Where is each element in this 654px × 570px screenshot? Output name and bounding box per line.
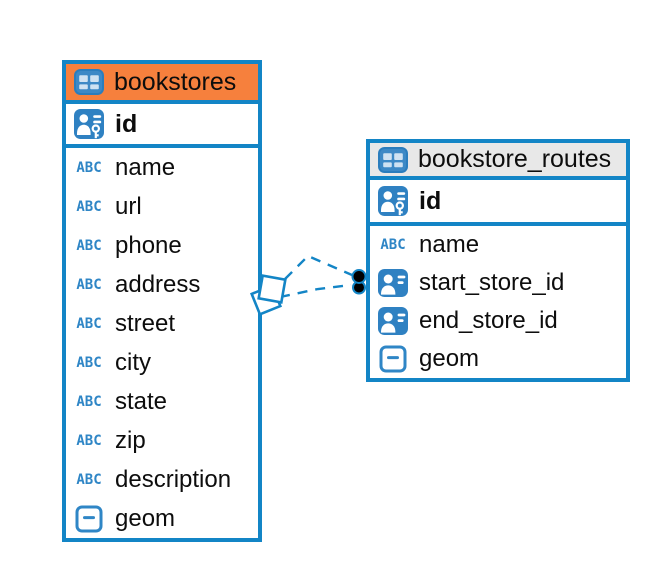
table-icon — [377, 146, 409, 173]
relation-line-2[interactable] — [279, 283, 352, 299]
column-name: phone — [115, 231, 182, 259]
text-icon: ABC — [76, 432, 102, 449]
text-icon: ABC — [76, 354, 102, 371]
column-name: city — [115, 348, 151, 376]
column-row-zip[interactable]: ABC zip — [66, 421, 258, 460]
column-row-description[interactable]: ABC description — [66, 460, 258, 499]
column-row-phone[interactable]: ABC phone — [66, 226, 258, 265]
relation-line-1[interactable] — [284, 254, 353, 280]
column-row-street[interactable]: ABC street — [66, 304, 258, 343]
column-row-state[interactable]: ABC state — [66, 382, 258, 421]
column-row-geom[interactable]: geom — [370, 340, 626, 378]
column-name: geom — [419, 345, 480, 372]
column-row-city[interactable]: ABC city — [66, 343, 258, 382]
relation-source-diamond-1[interactable] — [257, 274, 287, 304]
column-row-id[interactable]: id — [66, 104, 258, 148]
column-row-address[interactable]: ABC address — [66, 265, 258, 304]
column-row-start_store_id[interactable]: start_store_id — [370, 264, 626, 302]
column-name: name — [419, 231, 480, 258]
table-title: bookstore_routes — [418, 145, 612, 173]
column-row-end_store_id[interactable]: end_store_id — [370, 302, 626, 340]
column-name: address — [115, 270, 201, 298]
column-row-id[interactable]: id — [370, 180, 626, 226]
column-name: url — [115, 192, 142, 220]
column-name: state — [115, 387, 168, 415]
text-icon: ABC — [380, 237, 406, 253]
relation-target-dot-1[interactable] — [351, 269, 367, 284]
column-row-name[interactable]: ABC name — [66, 148, 258, 187]
text-icon: ABC — [76, 237, 102, 254]
column-name: id — [115, 109, 138, 138]
table-header[interactable]: bookstores — [66, 64, 258, 104]
text-icon: ABC — [76, 315, 102, 332]
table-header[interactable]: bookstore_routes — [370, 143, 626, 180]
foreign-key-icon — [377, 307, 409, 335]
geometry-icon — [377, 345, 409, 373]
text-icon: ABC — [76, 276, 102, 293]
column-row-name[interactable]: ABC name — [370, 226, 626, 264]
text-icon: ABC — [76, 393, 102, 410]
column-name: geom — [115, 504, 176, 532]
column-name: zip — [115, 426, 146, 454]
column-list: ABC name start_store_id end_store_id geom — [370, 226, 626, 378]
column-row-geom[interactable]: geom — [66, 499, 258, 538]
text-icon: ABC — [76, 198, 102, 215]
table-bookstore-routes[interactable]: bookstore_routes id ABC name start_store_… — [366, 139, 630, 382]
column-name: street — [115, 309, 176, 337]
column-name: start_store_id — [419, 269, 565, 296]
table-icon — [73, 69, 105, 95]
column-name: end_store_id — [419, 307, 558, 334]
text-icon: ABC — [76, 471, 102, 488]
geometry-icon — [73, 505, 105, 533]
table-title: bookstores — [114, 67, 237, 96]
text-icon: ABC — [76, 159, 102, 176]
column-name: description — [115, 465, 232, 493]
relation-target-dot-2[interactable] — [352, 280, 366, 295]
foreign-key-icon — [377, 269, 409, 297]
primary-key-icon — [377, 186, 409, 216]
column-row-url[interactable]: ABC url — [66, 187, 258, 226]
column-name: id — [419, 186, 442, 215]
primary-key-icon — [73, 109, 105, 139]
column-name: name — [115, 153, 176, 181]
